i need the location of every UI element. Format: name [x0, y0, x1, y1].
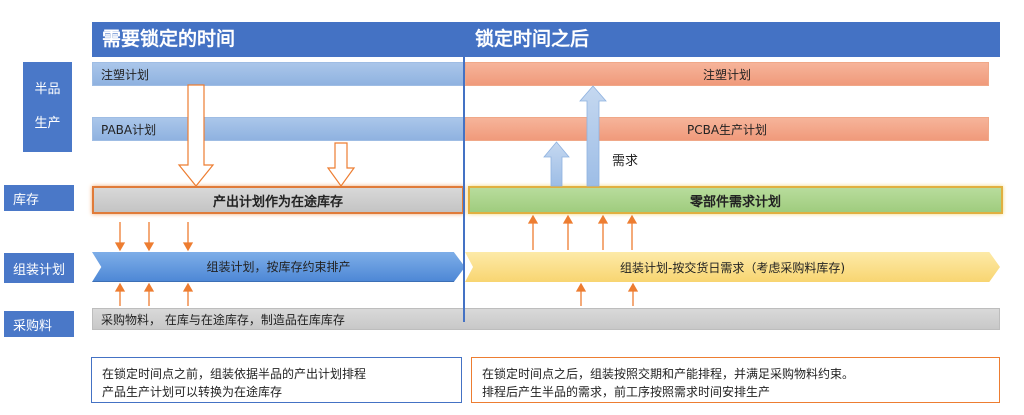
- orange-up-arrow: [627, 282, 639, 306]
- orange-up-arrow: [114, 282, 126, 306]
- orange-down-arrow: [143, 222, 155, 252]
- bar-injection-plan-after: 注塑计划: [465, 62, 989, 86]
- bar-purchase-materials: 采购物料， 在库与在途库存，制造品在库库存: [92, 308, 1000, 330]
- row-label-semi-product: 半品 生产: [23, 62, 72, 152]
- row-label-assembly-plan: 组装计划: [4, 253, 74, 283]
- note-before-lock-line2: 产品生产计划可以转换为在途库存: [102, 385, 283, 399]
- blue-up-arrow-short: [543, 141, 570, 187]
- orange-up-arrow: [575, 282, 587, 306]
- orange-up-arrow: [562, 214, 574, 250]
- orange-up-arrow: [527, 214, 539, 250]
- bar-assembly-plan-after: 组装计划-按交货日需求（考虑采购料库存): [465, 252, 1000, 282]
- note-after-lock-line2: 排程后产生半品的需求，前工序按照需求时间安排生产: [482, 385, 771, 399]
- bar-inventory-in-transit: 产出计划作为在途库存: [92, 186, 464, 214]
- bar-pcba-plan: PCBA生产计划: [465, 117, 989, 141]
- row-label-semi-product-line1: 半品: [34, 82, 61, 97]
- blue-up-arrow-tall: [579, 85, 607, 187]
- bar-paba-plan: PABA计划: [92, 117, 464, 141]
- hollow-down-arrow-small: [326, 142, 356, 188]
- header-before-lock: 需要锁定的时间: [92, 22, 464, 57]
- orange-up-arrow: [143, 282, 155, 306]
- orange-up-arrow: [626, 214, 638, 250]
- hollow-down-arrow-large: [177, 84, 215, 187]
- row-label-semi-product-line2: 生产: [34, 116, 61, 131]
- orange-up-arrow: [597, 214, 609, 250]
- demand-label: 需求: [612, 154, 639, 169]
- header-after-lock: 锁定时间之后: [465, 22, 1000, 57]
- bar-component-demand-plan: 零部件需求计划: [468, 186, 1003, 214]
- note-before-lock: 在锁定时间点之前，组装依据半品的产出计划排程 产品生产计划可以转换为在途库存: [91, 357, 462, 403]
- note-before-lock-line1: 在锁定时间点之前，组装依据半品的产出计划排程: [102, 367, 367, 381]
- row-label-inventory: 库存: [4, 185, 74, 211]
- bar-assembly-plan-before: 组装计划，按库存约束排产: [92, 252, 465, 282]
- orange-up-arrow: [182, 282, 194, 306]
- row-label-purchase: 采购料: [4, 311, 74, 337]
- note-after-lock: 在锁定时间点之后，组装按照交期和产能排程，并满足采购物料约束。 排程后产生半品的…: [471, 357, 1000, 403]
- bar-injection-plan-before: 注塑计划: [92, 62, 464, 86]
- note-after-lock-line1: 在锁定时间点之后，组装按照交期和产能排程，并满足采购物料约束。: [482, 367, 855, 381]
- orange-down-arrow: [114, 222, 126, 252]
- orange-down-arrow: [182, 222, 194, 252]
